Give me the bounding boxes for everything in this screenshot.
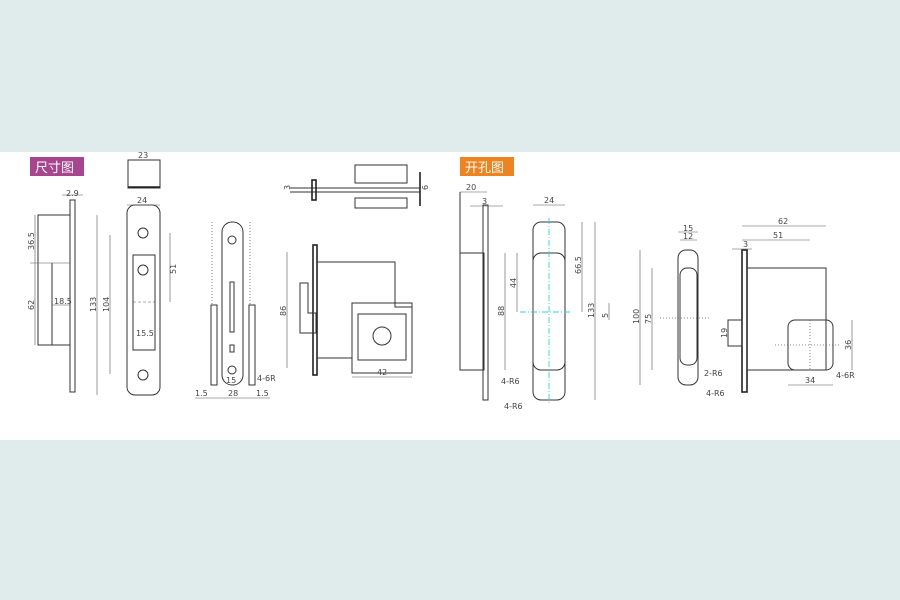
dim-top-view-right: 6 <box>421 185 430 190</box>
dim-right-gap: 1.5 <box>256 389 269 398</box>
cut-spindle: 19 <box>720 328 729 338</box>
cut-depth: 20 <box>466 183 476 192</box>
cut-offset: 44 <box>509 278 518 288</box>
cut-outer-width: 15 <box>683 224 693 233</box>
dim-body-height: 62 <box>27 300 36 310</box>
cutout-front: 24 44 88 66.5 133 5 4-R6 4-R6 <box>497 196 610 411</box>
dim-door-width: 28 <box>228 389 238 398</box>
dimensions-title: 尺寸图 <box>35 161 74 176</box>
cut-radius-outer: 4-R6 <box>504 402 523 411</box>
dim-screw-spacing: 104 <box>102 297 111 312</box>
drawing-panel <box>0 152 900 440</box>
dim-case-height: 86 <box>279 306 288 316</box>
cutout-title: 开孔图 <box>465 161 504 176</box>
top-view: 3 6 <box>283 164 430 209</box>
cut-inner-width: 12 <box>683 232 693 241</box>
dim-cylinder-width: 42 <box>377 368 387 377</box>
cut-cyl-height: 36 <box>844 340 853 350</box>
edge-view: 1.5 28 1.5 15 4-6R <box>195 221 276 399</box>
cut-radius-inner: 4-R6 <box>501 377 520 386</box>
cutout-edge-slot: 15 12 100 75 2-R6 4-R6 <box>632 224 725 398</box>
cut-small: 5 <box>601 313 610 318</box>
cut-depth-total: 62 <box>778 217 788 226</box>
dim-faceplate-width: 24 <box>137 196 147 205</box>
dim-inner-width: 15 <box>226 376 236 385</box>
dimensions-tag: 尺寸图 <box>30 157 84 176</box>
cut-plate: 3 <box>482 197 487 206</box>
dim-top-width: 23 <box>138 151 148 160</box>
dim-radius: 4-6R <box>257 374 276 383</box>
cutout-tag: 开孔图 <box>460 157 514 176</box>
dim-slot-width: 15.5 <box>136 329 154 338</box>
dim-left-gap: 1.5 <box>195 389 208 398</box>
dim-upper-height: 36.5 <box>27 232 36 250</box>
cutout-side: 20 3 <box>459 183 503 401</box>
cut-depth-body: 51 <box>773 231 783 240</box>
cut-cyl-width: 34 <box>805 376 815 385</box>
cut-total: 133 <box>587 303 596 318</box>
cut-outer-height: 100 <box>632 309 641 324</box>
cut-radius-4: 4-R6 <box>706 389 725 398</box>
faceplate-view: 23 24 133 104 51 15.5 <box>89 151 178 396</box>
dim-center-offset: 51 <box>169 264 178 274</box>
cut-cyl-radius: 4-6R <box>836 371 855 380</box>
dim-total-height: 133 <box>89 297 98 312</box>
cut-height: 88 <box>497 306 506 316</box>
dim-top-view-left: 3 <box>283 185 292 190</box>
side-view: 2.9 36.5 62 18.5 <box>27 189 83 393</box>
cut-radius-2: 2-R6 <box>704 369 723 378</box>
cut-width: 24 <box>544 196 554 205</box>
lock-case-view: 86 42 <box>279 244 413 378</box>
dim-plate-thickness: 2.9 <box>66 189 79 198</box>
cut-inner-height: 75 <box>644 314 653 324</box>
dim-body-depth: 18.5 <box>54 297 72 306</box>
cut-plate-2: 3 <box>743 240 748 249</box>
cut-center: 66.5 <box>574 256 583 274</box>
cutout-case-pocket: 62 51 3 19 36 34 4-6R <box>720 217 855 393</box>
